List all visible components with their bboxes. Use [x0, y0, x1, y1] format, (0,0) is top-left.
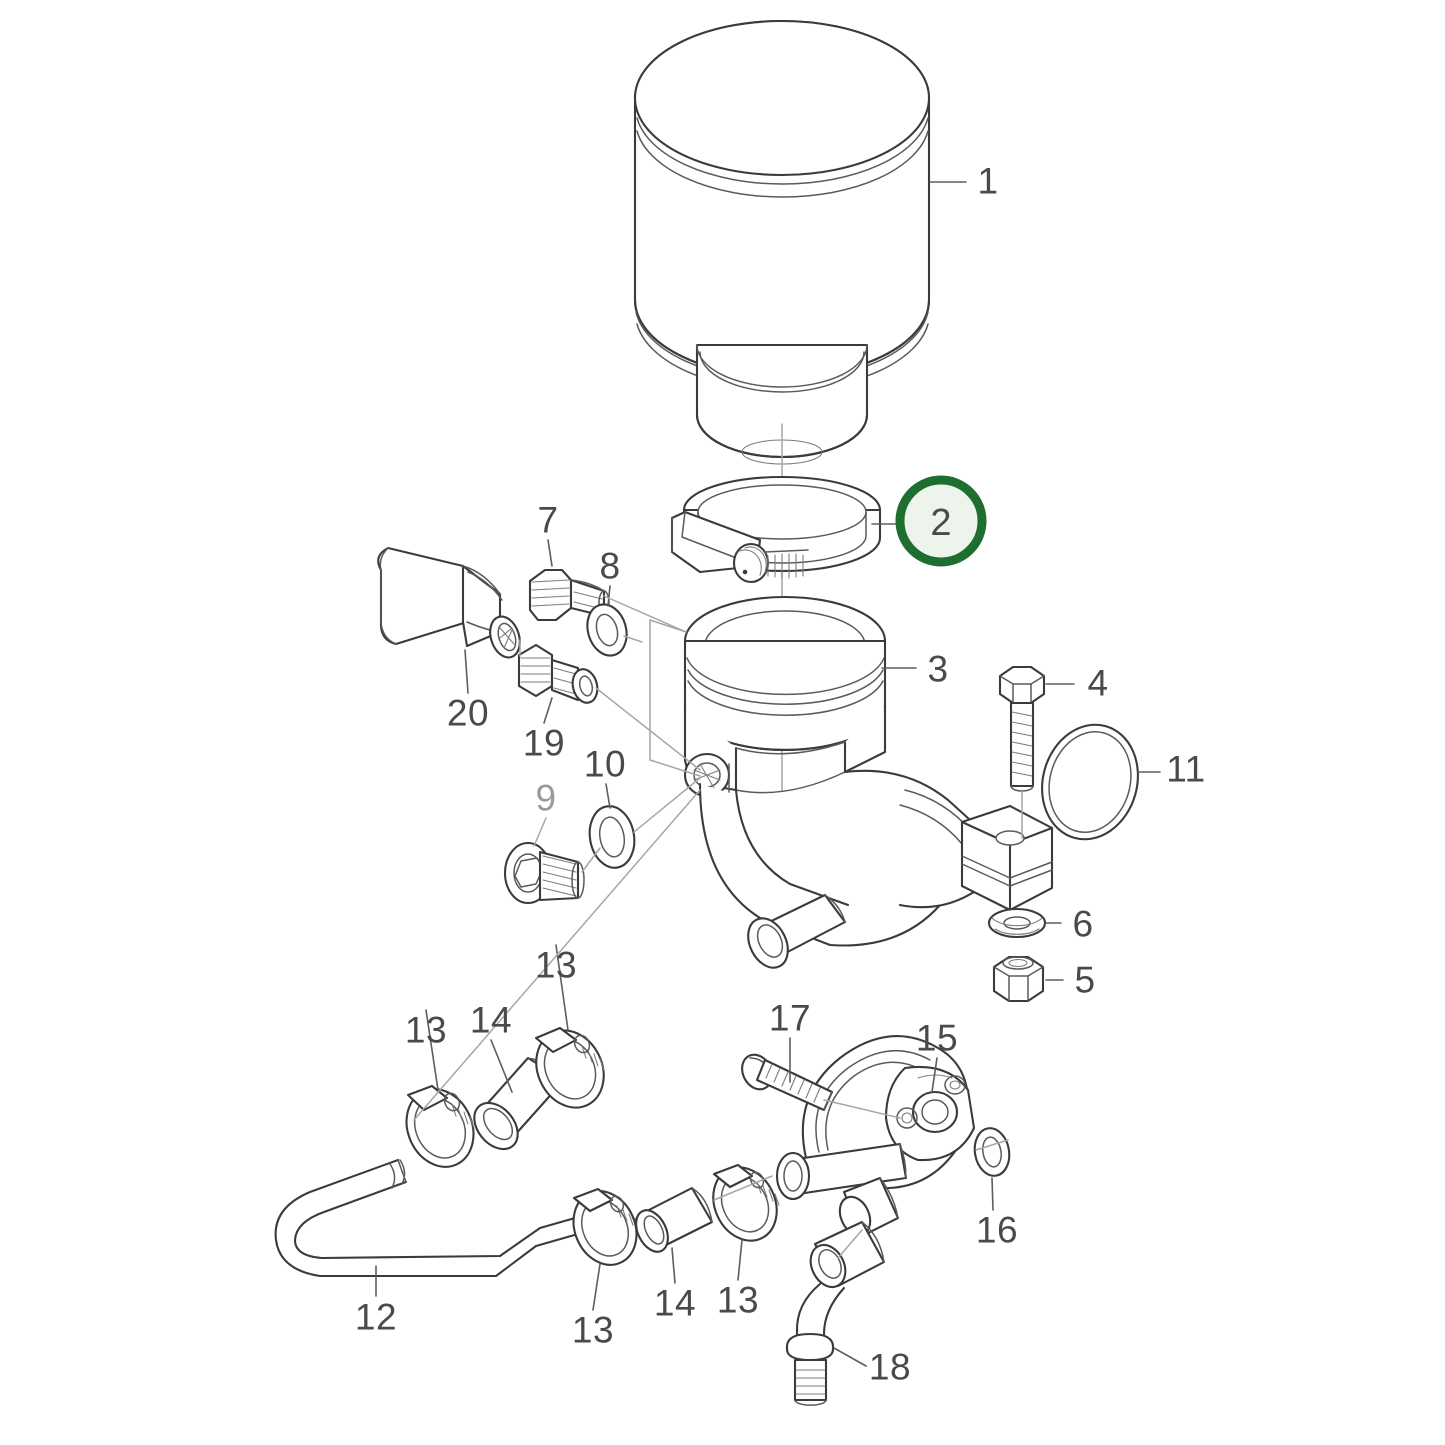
part-3-filter-housing-body	[683, 595, 1054, 969]
part-15-valve-bracket-body	[775, 1035, 976, 1238]
part-13-hose-clamp-d	[712, 1163, 780, 1242]
callout-label-20: 20	[447, 693, 489, 734]
callout-label-15: 15	[916, 1018, 958, 1059]
callout-label-14a: 14	[470, 1000, 512, 1041]
leader-valve-to-clamp	[713, 1175, 773, 1201]
housing-outlet-stub	[747, 893, 847, 969]
callout-label-11: 11	[1166, 749, 1205, 790]
leader-10-to-housing	[633, 777, 701, 833]
leader-13a	[425, 1009, 439, 1091]
part-19-sensor-fitting	[517, 643, 599, 704]
part-10-seal-ring	[588, 805, 636, 869]
part-17-pan-head-bolt	[741, 1053, 834, 1112]
leader-7	[547, 539, 553, 567]
callout-label-17: 17	[769, 998, 811, 1039]
part-9-hex-socket-plug	[503, 841, 585, 905]
leader-14b	[671, 1247, 676, 1284]
highlight-badge-label: 2	[930, 502, 951, 544]
leader-15	[931, 1057, 938, 1093]
callout-label-13a: 13	[405, 1010, 447, 1051]
leader-20	[464, 649, 469, 694]
callout-label-19: 19	[523, 723, 565, 764]
part-6-flat-washer	[987, 907, 1047, 939]
part-13-hose-clamp-c	[572, 1187, 640, 1266]
part-7-threaded-plug	[528, 568, 610, 622]
callout-leader-lines	[375, 181, 1161, 1367]
part-16-seal-washer	[973, 1127, 1011, 1177]
callout-label-13d: 13	[717, 1280, 759, 1321]
leader-9	[533, 817, 547, 847]
part-12-hose	[274, 1158, 609, 1278]
part-13-hose-clamp-a	[405, 1084, 475, 1168]
bracket-leader-top	[649, 619, 687, 633]
leader-17-axis	[823, 1099, 901, 1119]
callout-label-14b: 14	[654, 1283, 696, 1324]
leader-18	[833, 1347, 867, 1367]
callout-label-16: 16	[976, 1210, 1018, 1251]
leader-7-8-to-housing	[603, 595, 687, 633]
leader-8	[607, 585, 611, 607]
leader-10	[605, 783, 611, 809]
part-5-lock-nut	[992, 955, 1045, 1003]
callout-label-13b: 13	[535, 945, 577, 986]
callout-label-1: 1	[977, 161, 998, 202]
callout-label-18: 18	[869, 1347, 911, 1388]
leader-19	[543, 697, 553, 724]
callout-label-13c: 13	[572, 1310, 614, 1351]
leader-8-to-7	[623, 635, 643, 643]
part-11-o-ring	[1041, 723, 1139, 841]
part-4-hex-bolt	[998, 665, 1046, 792]
callout-label-10: 10	[584, 744, 626, 785]
leader-16-axis	[975, 1139, 1009, 1151]
part-2-hose-clamp	[670, 475, 882, 584]
bracket-leader-bottom	[649, 759, 701, 777]
part-18-elbow-fitting	[785, 1220, 886, 1406]
callout-label-4: 4	[1087, 663, 1108, 704]
callout-labels: 1 3 4 5 6 7 8 9 10 11 12 13 13 13 13 14 …	[355, 161, 1205, 1388]
highlight-badge-part-2[interactable]: 2	[895, 475, 987, 567]
callout-label-5: 5	[1074, 960, 1095, 1001]
callout-label-7: 7	[537, 500, 558, 541]
leader-19-to-housing	[595, 687, 701, 771]
part-1-filter-canister	[633, 19, 931, 465]
callout-label-6: 6	[1072, 904, 1093, 945]
leader-16	[991, 1177, 994, 1211]
leader-13b	[555, 944, 569, 1031]
leader-9-to-10	[581, 847, 601, 873]
part-8-seal-ring-small	[586, 603, 628, 657]
part-14-connector-sleeve-b	[635, 1186, 714, 1253]
leader-13c	[592, 1263, 601, 1311]
part-13-hose-clamp-b	[534, 1026, 605, 1109]
callout-label-12: 12	[355, 1297, 397, 1338]
callout-label-9: 9	[535, 778, 556, 819]
callout-label-3: 3	[927, 649, 948, 690]
leader-14a	[490, 1039, 513, 1093]
leader-18-axis	[837, 1229, 863, 1259]
leader-hose-to-housing	[413, 789, 701, 1121]
leader-13d	[737, 1239, 743, 1281]
part-20-sensor-housing	[377, 546, 521, 659]
callout-label-8: 8	[599, 546, 620, 587]
